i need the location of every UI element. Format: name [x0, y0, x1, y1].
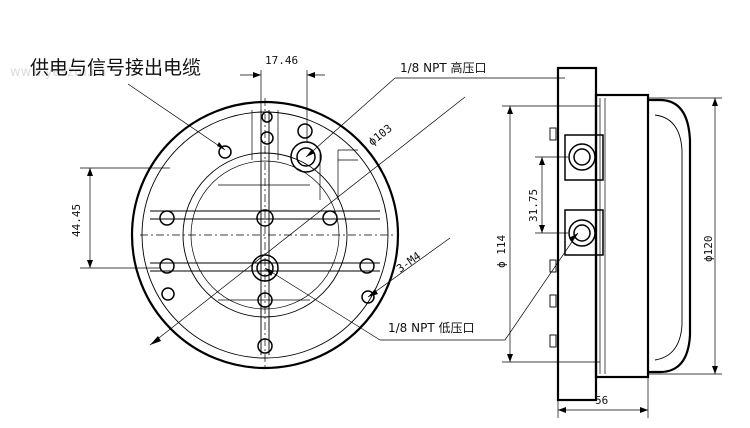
dim-left-height-text: 44.45	[70, 204, 83, 237]
dim-top-width: 17.46	[240, 54, 325, 142]
dim-top-width-text: 17.46	[265, 54, 298, 67]
screw-label: 3-M4	[394, 249, 423, 275]
ribs	[150, 110, 380, 355]
low-port-label: 1/8 NPT 低压口	[388, 321, 475, 335]
dim-depth: 56	[595, 394, 608, 407]
front-view: 17.46 44.45 供电与信号接出电缆 ϕ103 3-M4	[30, 54, 579, 370]
dim-port-spacing: 31.75	[527, 189, 540, 222]
cable-label: 供电与信号接出电缆	[30, 57, 201, 79]
high-port-label: 1/8 NPT 高压口	[400, 60, 487, 75]
dim-left-height: 44.45	[70, 167, 170, 269]
dim-diameter: ϕ103	[366, 122, 395, 149]
watermark: www.yeszm.cn	[10, 65, 106, 80]
dim-outer-diameter: ϕ120	[702, 236, 715, 263]
dim-inner-diameter: ϕ 114	[495, 235, 508, 268]
side-view: 31.75 ϕ 114 ϕ120 56	[495, 66, 722, 418]
